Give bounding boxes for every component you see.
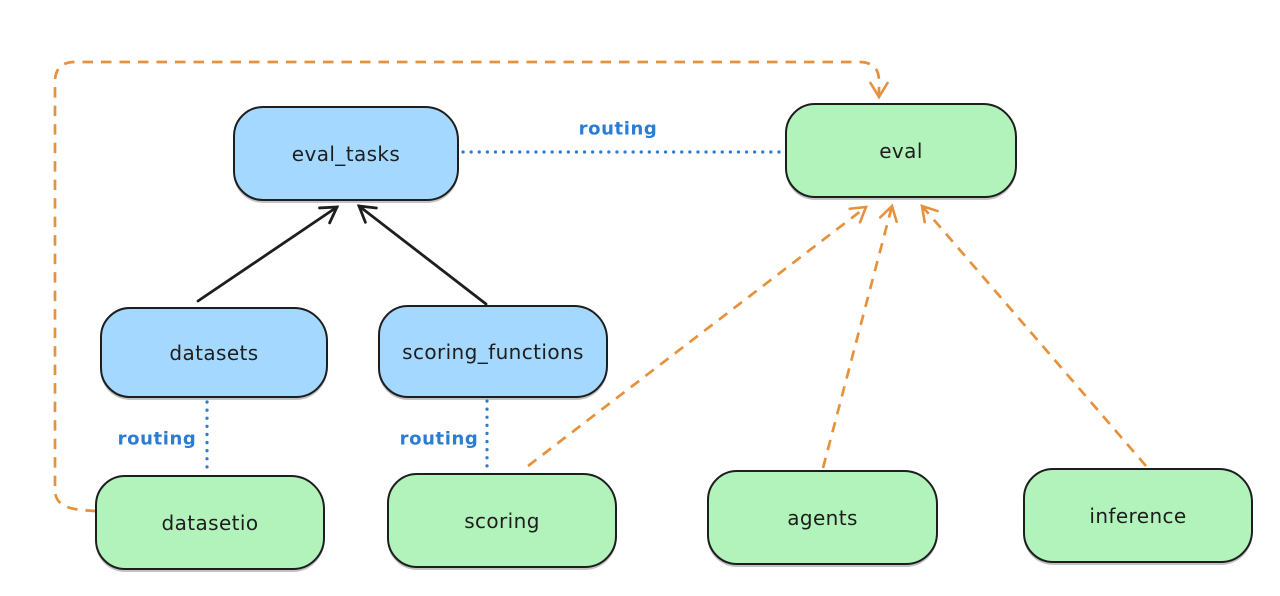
node-datasets-label: datasets [169, 340, 259, 365]
edge-agents-to-eval [821, 203, 898, 469]
node-inference-label: inference [1089, 503, 1187, 528]
edge-scoring-functions-to-eval-tasks [356, 204, 488, 306]
node-eval-tasks-label: eval_tasks [291, 141, 401, 166]
edge-label-routing-scoring-functions-scoring: routing [399, 428, 479, 450]
edge-inference-to-eval [920, 204, 1148, 467]
node-datasetio: datasetio [95, 475, 325, 570]
edge-datasets-to-eval-tasks [196, 205, 340, 303]
node-eval-label: eval [879, 138, 923, 163]
node-scoring: scoring [387, 473, 617, 568]
node-datasetio-label: datasetio [161, 510, 259, 535]
node-scoring-functions-label: scoring_functions [402, 339, 584, 364]
edge-label-routing-eval-tasks-eval: routing [578, 118, 658, 140]
node-datasets: datasets [100, 307, 328, 398]
node-agents-label: agents [787, 505, 858, 530]
node-eval-tasks: eval_tasks [233, 106, 459, 201]
node-agents: agents [707, 470, 938, 565]
node-eval: eval [785, 103, 1017, 198]
edge-label-routing-datasets-datasetio: routing [117, 428, 197, 450]
node-scoring-functions: scoring_functions [378, 305, 608, 398]
node-scoring-label: scoring [464, 508, 540, 533]
node-inference: inference [1023, 468, 1253, 563]
